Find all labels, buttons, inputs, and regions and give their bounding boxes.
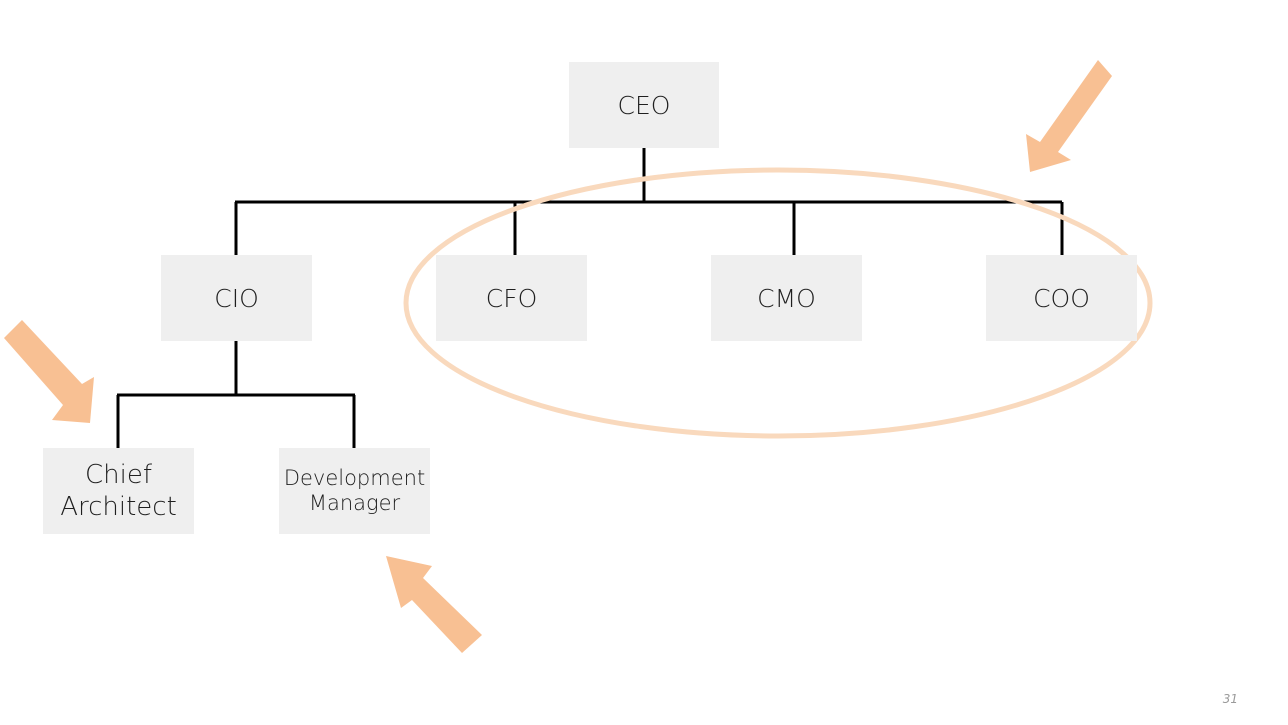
cio-box: CIO (161, 255, 312, 341)
chief-architect-label: Chief Architect (60, 460, 177, 522)
arrow-top-right-icon (1026, 60, 1112, 172)
ceo-box: CEO (569, 62, 719, 148)
page-number: 31 (1222, 692, 1238, 706)
cfo-label: CFO (485, 283, 538, 313)
cmo-label: CMO (757, 283, 816, 313)
cmo-box: CMO (711, 255, 862, 341)
highlight-ellipse (403, 167, 1153, 439)
coo-label: COO (1033, 283, 1090, 313)
cfo-box: CFO (436, 255, 587, 341)
chief-architect-box: Chief Architect (43, 448, 194, 534)
development-manager-box: Development Manager (279, 448, 430, 534)
coo-box: COO (986, 255, 1137, 341)
arrow-bottom-icon (386, 556, 482, 653)
development-manager-label: Development Manager (283, 466, 426, 515)
cio-label: CIO (214, 283, 259, 313)
arrow-left-icon (4, 320, 94, 423)
connector-lines (116, 148, 1064, 448)
ceo-label: CEO (617, 90, 671, 120)
pointer-arrows (4, 60, 1112, 653)
